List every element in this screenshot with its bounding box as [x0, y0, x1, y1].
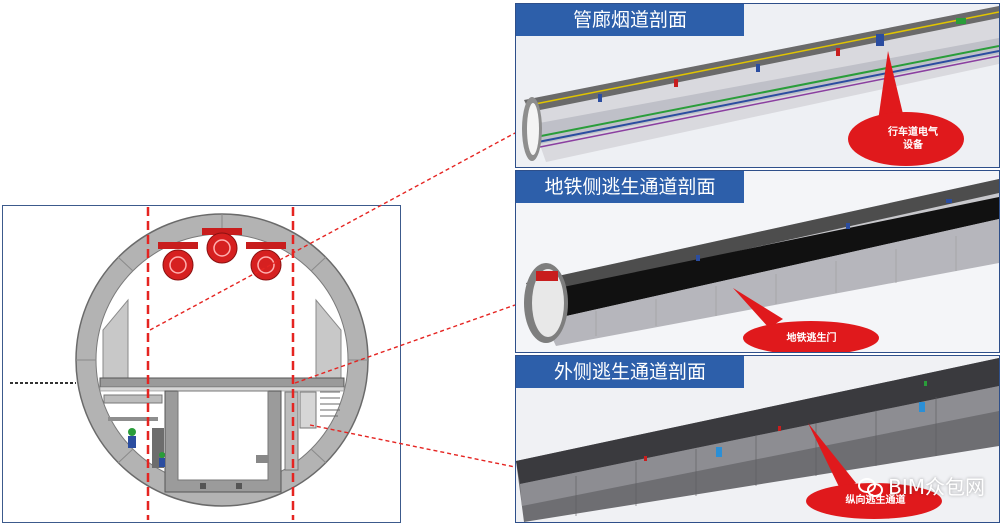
tube-render-3	[516, 358, 999, 522]
callout-label-2: 地铁逃生门	[786, 333, 837, 344]
leader-line-2	[294, 304, 516, 384]
callout-bubble-3	[806, 423, 942, 519]
tube-render-1	[522, 6, 999, 162]
callout-bubble-2	[733, 288, 879, 352]
watermark: BIM众包网	[858, 471, 985, 500]
panel-title-outer-escape: 外侧逃生通道剖面	[516, 356, 744, 388]
watermark-text: BIM众包网	[888, 475, 985, 499]
road-slab	[99, 377, 345, 388]
panel-smoke-duct: 管廊烟道剖面 行车道电气 设备	[515, 3, 1000, 168]
panel-title-metro-escape: 地铁侧逃生通道剖面	[516, 171, 744, 203]
leader-line-1	[149, 132, 516, 331]
panel-title-smoke-duct: 管廊烟道剖面	[516, 4, 744, 36]
callout-bubble-1	[848, 51, 964, 166]
jet-fan-right	[246, 242, 286, 281]
wechat-icon	[858, 476, 884, 497]
jet-fan-left	[158, 242, 198, 281]
panel-outer-escape: 外侧逃生通道剖面 纵向逃生通道 BIM众包网	[515, 355, 1000, 523]
callout-label-1: 行车道电气 设备	[888, 127, 938, 151]
jet-fan-center	[202, 228, 242, 264]
tube-render-2	[524, 179, 999, 346]
panel-metro-escape: 地铁侧逃生通道剖面 地铁逃生门	[515, 170, 1000, 353]
callout-label-3: 纵向逃生通道	[845, 495, 906, 506]
